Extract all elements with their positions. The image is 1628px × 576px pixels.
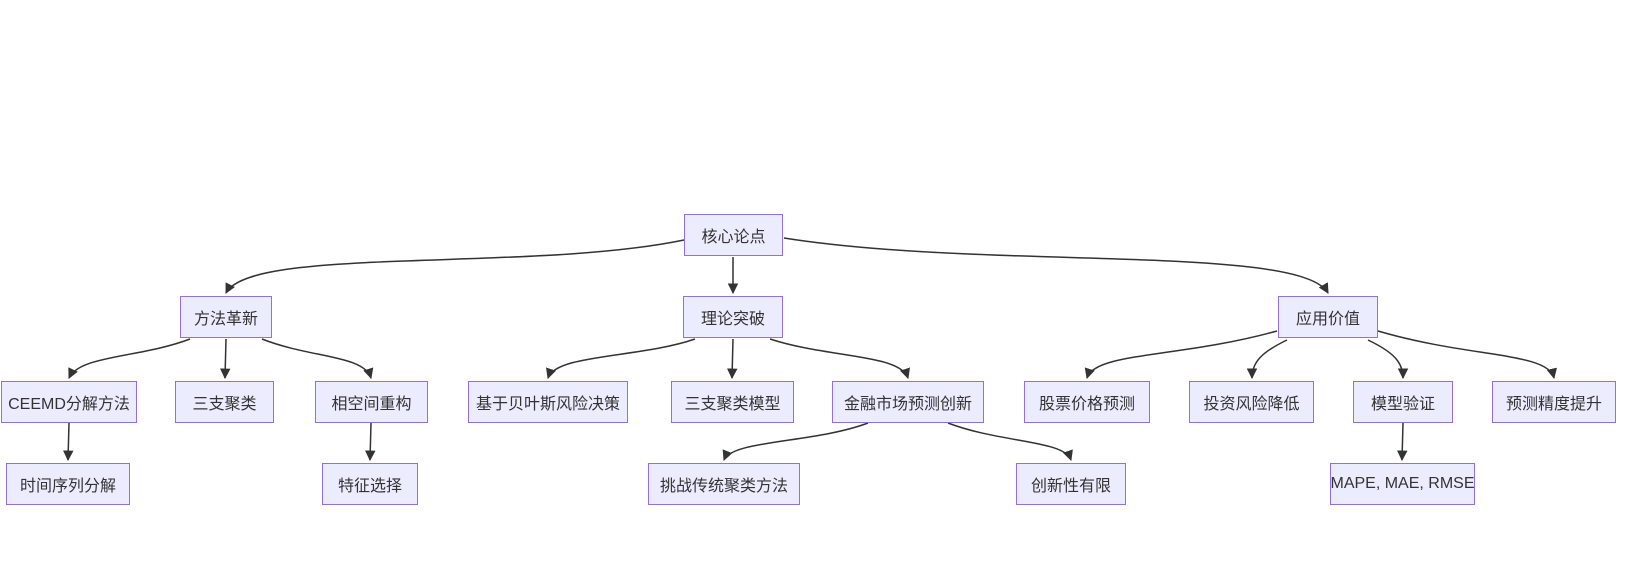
node-ceemd-decomposition: CEEMD分解方法 (1, 381, 137, 423)
edge-core-thesis-to-method-innovation (225, 239, 685, 294)
edge-theory-breakthrough-to-financial-market-forecast-innovation (769, 338, 910, 379)
node-forecast-accuracy-improvement: 预测精度提升 (1492, 381, 1616, 423)
node-model-validation: 模型验证 (1353, 381, 1453, 423)
node-bayesian-risk-decision: 基于贝叶斯风险决策 (468, 381, 628, 423)
edge-model-validation-to-error-metrics (1397, 422, 1408, 462)
edge-method-innovation-to-three-way-clustering (219, 338, 231, 380)
node-feature-selection: 特征选择 (322, 463, 418, 505)
edge-ceemd-decomposition-to-time-series-decomposition (63, 422, 74, 462)
edge-application-value-to-stock-price-prediction (1084, 330, 1278, 380)
edge-core-thesis-to-application-value (783, 237, 1329, 294)
node-challenge-traditional-clustering: 挑战传统聚类方法 (648, 463, 800, 505)
edge-financial-market-forecast-innovation-to-limited-novelty (947, 422, 1073, 461)
node-phase-space-reconstruction: 相空间重构 (315, 381, 428, 423)
node-application-value: 应用价值 (1278, 296, 1378, 338)
edge-application-value-to-forecast-accuracy-improvement (1377, 330, 1557, 380)
node-core-thesis: 核心论点 (684, 214, 783, 256)
node-theory-breakthrough: 理论突破 (683, 296, 783, 338)
edge-method-innovation-to-phase-space-reconstruction (261, 338, 374, 380)
node-three-way-clustering-model: 三支聚类模型 (671, 381, 794, 423)
node-limited-novelty: 创新性有限 (1016, 463, 1126, 505)
node-method-innovation: 方法革新 (180, 296, 272, 338)
edge-theory-breakthrough-to-three-way-clustering-model (726, 338, 738, 380)
node-error-metrics: MAPE, MAE, RMSE (1330, 463, 1475, 505)
node-three-way-clustering: 三支聚类 (175, 381, 274, 423)
edge-method-innovation-to-ceemd-decomposition (68, 338, 191, 379)
node-investment-risk-reduction: 投资风险降低 (1189, 381, 1314, 423)
node-financial-market-forecast-innovation: 金融市场预测创新 (832, 381, 984, 423)
edge-application-value-to-model-validation (1367, 339, 1409, 380)
node-stock-price-prediction: 股票价格预测 (1024, 381, 1150, 423)
node-time-series-decomposition: 时间序列分解 (6, 463, 130, 505)
edge-theory-breakthrough-to-bayesian-risk-decision (546, 338, 696, 379)
edge-phase-space-reconstruction-to-feature-selection (365, 422, 376, 462)
edge-financial-market-forecast-innovation-to-challenge-traditional-clustering (722, 422, 869, 461)
edge-application-value-to-investment-risk-reduction (1246, 339, 1288, 380)
